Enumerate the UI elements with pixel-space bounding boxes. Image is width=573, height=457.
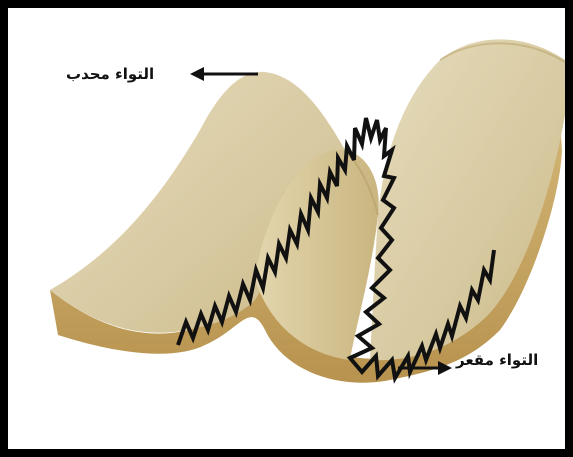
convex-fold-label: التواء محدب [66,65,154,83]
convex-arrow-head [190,67,204,81]
concave-fold-label: التواء مقعر [456,351,538,369]
